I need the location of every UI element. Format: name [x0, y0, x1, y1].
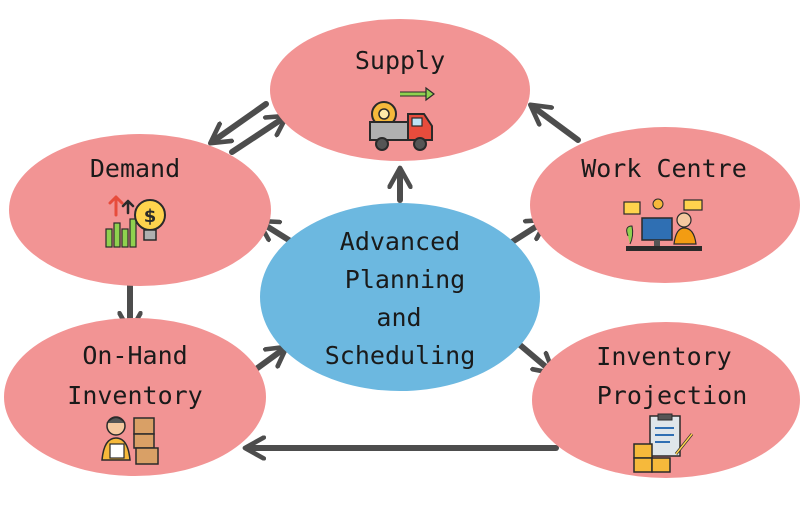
node-projection-label-line-2: Projection	[597, 381, 748, 410]
arrow-work-centre-to-supply	[532, 106, 581, 143]
warehouse-worker-icon	[101, 416, 159, 465]
node-on-hand-shape	[4, 318, 266, 476]
node-on-hand-inventory[interactable]: On-Hand Inventory	[4, 318, 266, 476]
node-demand-label: Demand	[90, 154, 180, 183]
node-supply-shape	[270, 19, 530, 161]
node-work-centre[interactable]: Work Centre	[530, 127, 800, 283]
arrow-on-hand-to-center	[249, 348, 285, 375]
node-supply[interactable]: Supply	[270, 19, 530, 161]
node-projection-label-line-1: Inventory	[596, 342, 731, 371]
arrows	[130, 101, 581, 448]
node-center-shape	[260, 203, 540, 391]
arrow-supply-to-demand	[212, 101, 269, 142]
demand-growth-icon: $	[105, 195, 166, 248]
node-supply-label: Supply	[355, 46, 445, 75]
node-on-hand-label-line-2: Inventory	[67, 381, 202, 410]
node-advanced-planning-scheduling[interactable]: Advanced Planning and Scheduling	[260, 203, 540, 391]
arrow-demand-to-supply	[229, 117, 285, 155]
node-inventory-projection[interactable]: Inventory Projection	[532, 322, 800, 478]
node-projection-shape	[532, 322, 800, 478]
clipboard-boxes-icon	[633, 413, 694, 473]
svg-text:$: $	[144, 206, 157, 227]
node-center-label-line-3: and	[376, 303, 421, 332]
delivery-truck-icon	[369, 86, 435, 151]
node-work-centre-label: Work Centre	[581, 154, 747, 183]
node-on-hand-label-line-1: On-Hand	[82, 341, 187, 370]
node-center-label-line-1: Advanced	[340, 227, 460, 256]
node-center-label-line-4: Scheduling	[325, 341, 476, 370]
node-demand[interactable]: Demand $	[9, 134, 271, 286]
node-center-label-line-2: Planning	[345, 265, 465, 294]
work-station-icon	[623, 198, 703, 251]
node-work-centre-shape	[530, 127, 800, 283]
